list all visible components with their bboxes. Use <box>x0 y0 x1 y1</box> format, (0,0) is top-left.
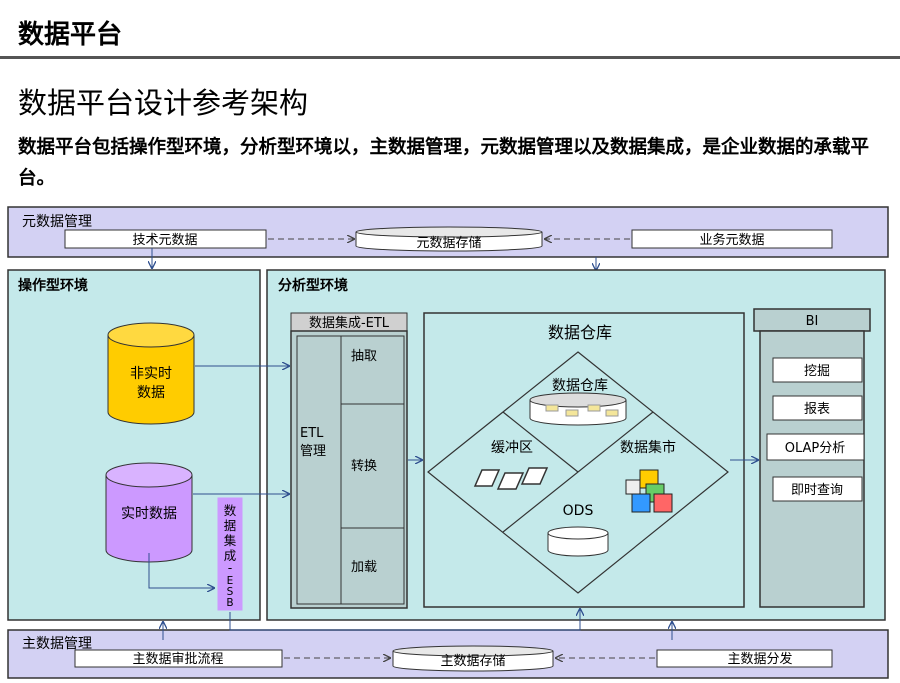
esb-char: B <box>226 597 233 609</box>
etl-mgmt-2: 管理 <box>300 444 326 459</box>
etl-title: 数据集成-ETL <box>309 315 390 331</box>
etl-transform: 转换 <box>351 459 377 474</box>
bi-item-olap: OLAP分析 <box>785 441 846 456</box>
operational-label: 操作型环境 <box>18 277 88 294</box>
arrow-esb-to-warehouse <box>229 609 580 631</box>
realtime-data-cylinder: 实时数据 <box>105 462 193 563</box>
arrow-realtime-to-esb <box>148 553 214 588</box>
etl-block: 数据集成-ETL ETL 管理 抽取 转换 加载 <box>290 312 408 609</box>
esb-char: - <box>228 560 233 575</box>
nonrealtime-label-2: 数据 <box>137 385 165 401</box>
bi-item-mining: 挖掘 <box>804 364 830 379</box>
page-title: 数据平台设计参考架构 <box>18 86 309 120</box>
esb-char: 成 <box>224 548 237 563</box>
esb-char: E <box>227 575 234 587</box>
esb-char: 据 <box>224 518 237 533</box>
masterdata-approval-box: 主数据审批流程 <box>132 652 223 667</box>
nonrealtime-data-cylinder: 非实时 数据 <box>107 322 195 425</box>
data-warehouse-block: 数据仓库 数据仓库 缓冲区 数据集市 <box>423 312 745 608</box>
esb-char: S <box>227 586 234 598</box>
technical-metadata-box: 技术元数据 <box>132 233 197 248</box>
buffer-icon <box>473 467 549 490</box>
page-description: 数据平台包括操作型环境，分析型环境以，主数据管理，元数据管理以及数据集成，是企业… <box>18 137 870 189</box>
mart-cubes-icon <box>625 469 673 513</box>
metadata-band: 元数据管理 技术元数据 元数据存储 业务元数据 <box>7 206 889 258</box>
etl-mgmt-1: ETL <box>300 426 324 441</box>
bi-title: BI <box>806 314 819 329</box>
business-metadata-box: 业务元数据 <box>699 232 764 248</box>
header-title: 数据平台 <box>18 20 123 50</box>
bi-item-adhoc-query: 即时查询 <box>791 483 843 498</box>
etl-load: 加载 <box>351 560 377 575</box>
ods-label: ODS <box>563 503 594 519</box>
metadata-label: 元数据管理 <box>22 214 92 230</box>
realtime-label: 实时数据 <box>121 506 177 522</box>
header-divider <box>0 56 900 59</box>
bi-block: BI 挖掘 报表 OLAP分析 即时查询 <box>753 308 871 608</box>
esb-char: 数 <box>224 503 237 518</box>
mart-label: 数据集市 <box>620 439 676 456</box>
analytical-label: 分析型环境 <box>278 277 348 294</box>
ods-cylinder-icon <box>547 526 609 557</box>
masterdata-storage-cylinder: 主数据存储 <box>392 645 554 672</box>
nonrealtime-label-1: 非实时 <box>130 366 172 382</box>
buffer-label: 缓冲区 <box>491 440 533 456</box>
etl-extract: 抽取 <box>351 349 377 364</box>
metadata-storage-cylinder: 元数据存储 <box>355 226 543 252</box>
master-data-band: 主数据管理 主数据审批流程 主数据存储 主数据分发 <box>7 629 889 679</box>
bi-item-reports: 报表 <box>804 402 830 417</box>
warehouse-title: 数据仓库 <box>548 323 612 342</box>
masterdata-storage-label: 主数据存储 <box>440 654 505 669</box>
esb-char: 集 <box>224 533 237 548</box>
analytical-environment: 分析型环境 数据集成-ETL ETL 管理 抽取 转换 加载 数据仓库 数据仓库 <box>266 269 886 621</box>
dw-label: 数据仓库 <box>552 378 608 394</box>
dw-storage-icon <box>529 392 627 426</box>
metadata-storage-label: 元数据存储 <box>416 236 481 251</box>
masterdata-distribution-box: 主数据分发 <box>727 651 792 667</box>
esb-integration-bar: 数 据 集 成 - E S B <box>217 497 243 611</box>
masterdata-label: 主数据管理 <box>22 636 92 652</box>
operational-environment: 操作型环境 非实时 数据 实时数据 数 据 集 成 - E S B <box>7 269 261 621</box>
